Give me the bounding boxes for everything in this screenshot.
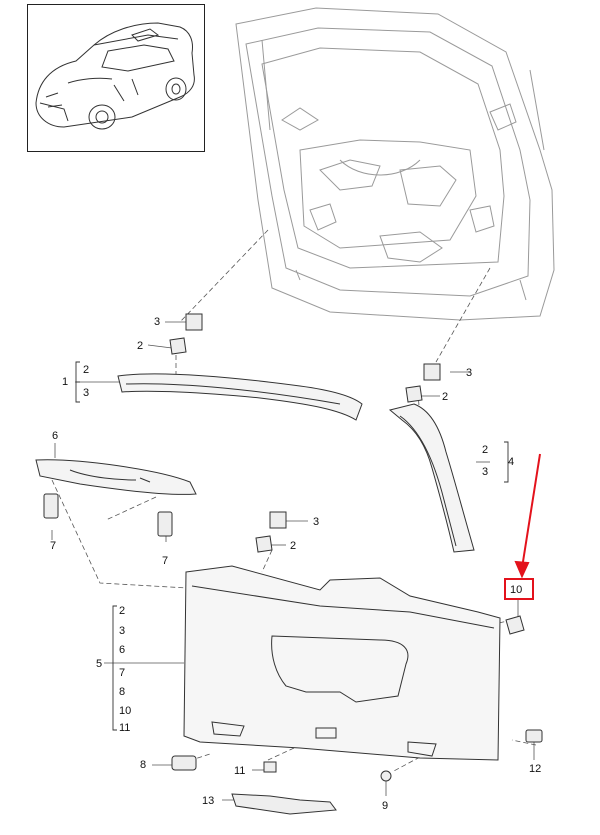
label-4: 4 — [508, 456, 515, 468]
label-3-right: 3 — [466, 367, 473, 379]
label-9: 9 — [382, 800, 389, 812]
vehicle-thumbnail — [27, 4, 205, 152]
label-1: 1 — [62, 376, 69, 388]
part-9 — [380, 770, 392, 782]
callout-box — [504, 578, 534, 600]
label-3-b: 3 — [482, 466, 489, 478]
part-3-right — [423, 363, 441, 381]
label-3-mid: 3 — [313, 516, 320, 528]
part-3-mid — [269, 511, 287, 529]
label-5-10: 10 — [119, 705, 132, 717]
label-8: 8 — [140, 759, 147, 771]
label-5-6: 6 — [119, 644, 126, 656]
label-12: 12 — [529, 763, 542, 775]
part-12 — [525, 729, 543, 743]
part-13-bracket — [231, 793, 337, 815]
label-5: 5 — [96, 658, 103, 670]
highlight-arrow — [521, 453, 541, 569]
part-2-top — [169, 337, 187, 355]
label-13: 13 — [202, 795, 215, 807]
part-2-right — [405, 385, 423, 403]
label-6: 6 — [52, 430, 59, 442]
label-7-a: 7 — [50, 540, 57, 552]
label-5-11: 11 — [119, 722, 131, 734]
label-2-a: 2 — [83, 364, 90, 376]
part-3-top — [185, 313, 203, 331]
side-trim-panel — [388, 403, 475, 553]
label-5-7: 7 — [119, 667, 126, 679]
label-11: 11 — [234, 765, 246, 777]
label-3-top: 3 — [154, 316, 161, 328]
upper-trim-panel — [117, 373, 363, 421]
part-8 — [171, 755, 197, 771]
part-2-mid — [255, 535, 273, 553]
part-10 — [505, 615, 525, 635]
clip-7-left — [43, 493, 59, 519]
label-10: 10 — [510, 584, 523, 596]
label-2-b: 2 — [482, 444, 489, 456]
label-7-b: 7 — [162, 555, 169, 567]
clip-7-right — [157, 511, 173, 537]
label-5-3: 3 — [119, 625, 126, 637]
part-11 — [263, 761, 277, 773]
label-5-2: 2 — [119, 605, 126, 617]
label-5-8: 8 — [119, 686, 126, 698]
label-2-mid: 2 — [290, 540, 297, 552]
tailgate-frame — [235, 7, 555, 321]
label-3-a: 3 — [83, 387, 90, 399]
handle-trim — [35, 459, 197, 495]
car-illustration — [35, 22, 195, 130]
label-2-right: 2 — [442, 391, 449, 403]
label-2-top: 2 — [137, 340, 144, 352]
